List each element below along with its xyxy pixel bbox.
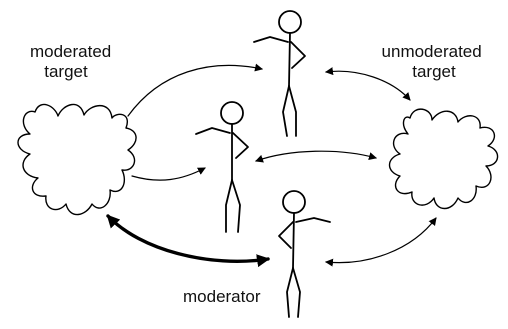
arrow-moderated-to-middle bbox=[131, 167, 206, 181]
moderated-target-label: moderated target bbox=[30, 42, 116, 81]
moderator-figure-right-leg bbox=[292, 267, 301, 318]
top-figure-hip-arm bbox=[290, 41, 306, 69]
top-figure-pointing-arm bbox=[253, 36, 289, 43]
top-figure-left-leg bbox=[282, 85, 290, 137]
unmoderated-target-label-line2: target bbox=[412, 62, 456, 81]
arrow-top-unmoderated bbox=[325, 67, 411, 101]
moderator-figure bbox=[278, 190, 331, 318]
middle-figure-right-leg bbox=[231, 179, 241, 233]
moderated-target-label-line1: moderated bbox=[30, 42, 111, 61]
moderator-figure-pointing-arm bbox=[295, 217, 331, 223]
moderator-label: moderator bbox=[183, 287, 261, 306]
arrow-moderator-unmoderated bbox=[325, 217, 437, 267]
arrow-moderator-moderated bbox=[106, 214, 270, 268]
moderator-figure-hip-arm bbox=[278, 221, 294, 249]
arrow-middle-unmoderated bbox=[255, 150, 377, 163]
top-figure-right-leg bbox=[288, 85, 297, 137]
top-figure-torso bbox=[288, 32, 291, 87]
middle-figure-left-leg bbox=[225, 179, 233, 233]
moderated-target-blob bbox=[17, 103, 137, 216]
unmoderated-target-label-line1: unmoderated bbox=[382, 42, 482, 61]
top-figure-head bbox=[278, 10, 302, 34]
middle-figure bbox=[195, 101, 249, 233]
arrow-moderated-to-top bbox=[127, 63, 263, 117]
middle-figure-head bbox=[220, 101, 244, 125]
moderator-figure-left-leg bbox=[286, 267, 294, 318]
moderated-target-label-line2: target bbox=[44, 62, 88, 81]
top-figure bbox=[253, 10, 306, 137]
unmoderated-target-blob bbox=[388, 108, 499, 210]
unmoderated-target-label: unmoderated target bbox=[382, 42, 487, 81]
moderator-figure-head bbox=[282, 190, 306, 214]
middle-figure-pointing-arm bbox=[195, 127, 231, 135]
middle-figure-hip-arm bbox=[232, 132, 249, 159]
